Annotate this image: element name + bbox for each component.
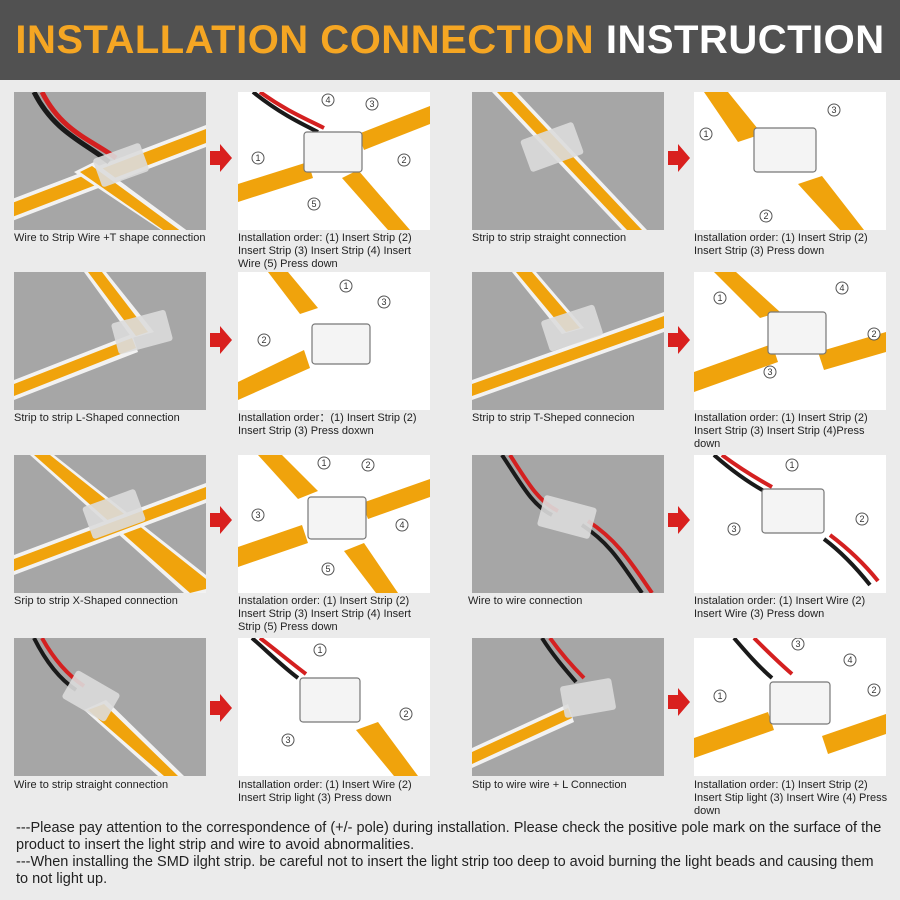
callout-1: 1 [717,691,722,701]
diagram-strip-l-shape: 1 2 3 [238,272,430,410]
instruction-text: Installation order：(1) Insert Strip (2) … [238,412,417,437]
callout-3: 3 [731,524,736,534]
callout-2: 2 [763,211,768,221]
photo-wire-strip-t-shape [14,92,206,230]
arrow-icon [210,694,232,722]
callout-3: 3 [369,99,374,109]
callout-5: 5 [325,564,330,574]
callout-1: 1 [317,645,322,655]
callout-4: 4 [325,95,330,105]
title-rest: INSTRUCTION [605,17,885,62]
callout-3: 3 [795,639,800,649]
photo-caption: Strip to strip straight connection [472,232,627,244]
diagram-wire-to-wire: 1 2 3 [694,455,886,593]
instruction-text: Installation order: (1) Insert Strip (2)… [694,412,868,450]
title-highlight: INSTALLATION CONNECTION [15,17,595,62]
instruction-text: Installation order: (1) Insert Strip (2)… [238,232,412,270]
instruction-text: Instalation order: (1) Insert Strip (2) … [238,595,411,633]
arrow-icon [210,506,232,534]
photo-caption: Wire to wire connection [468,595,583,607]
photo-strip-x-shape [14,455,206,593]
photo-strip-l-shape [14,272,206,410]
callout-1: 1 [255,153,260,163]
instruction-text: Installation order: (1) Insert Strip (2)… [694,779,888,817]
photo-caption: Wire to Strip Wire +T shape connection [14,232,206,244]
photo-caption: Strip to strip T-Sheped connecion [472,412,635,424]
photo-caption: Strip to strip L-Shaped connection [14,412,180,424]
page-title: INSTALLATION CONNECTION INSTRUCTION [15,18,884,63]
callout-3: 3 [831,105,836,115]
note-smd-depth: ---When installing the SMD ilght strip. … [16,854,874,887]
diagram-wire-strip-t-shape: 1 2 3 4 5 [238,92,430,230]
diagram-strip-wire-l: 1 2 3 4 [694,638,886,776]
callout-2: 2 [871,685,876,695]
photo-strip-straight [472,92,664,230]
callout-2: 2 [871,329,876,339]
callout-1: 1 [717,293,722,303]
callout-2: 2 [859,514,864,524]
photo-wire-strip-straight [14,638,206,776]
callout-2: 2 [261,335,266,345]
callout-4: 4 [399,520,404,530]
instruction-text: Installation order: (1) Insert Strip (2)… [694,232,868,257]
arrow-icon [668,144,690,172]
callout-3: 3 [381,297,386,307]
arrow-icon [668,326,690,354]
instruction-text: Installation order: (1) Insert Wire (2) … [238,779,412,804]
callout-2: 2 [403,709,408,719]
callout-4: 4 [839,283,844,293]
instruction-text: Instalation order: (1) Insert Wire (2) I… [694,595,866,620]
arrow-icon [668,506,690,534]
installation-notes: ---Please pay attention to the correspon… [16,820,886,888]
diagram-strip-straight: 1 2 3 [694,92,886,230]
callout-2: 2 [401,155,406,165]
diagram-wire-strip-straight: 1 2 3 [238,638,430,776]
callout-1: 1 [321,458,326,468]
header-banner: INSTALLATION CONNECTION INSTRUCTION [0,0,900,80]
callout-4: 4 [847,655,852,665]
photo-strip-t-shape [472,272,664,410]
callout-3: 3 [255,510,260,520]
arrow-icon [668,688,690,716]
callout-2: 2 [365,460,370,470]
photo-strip-wire-l [472,638,664,776]
photo-caption: Stip to wire wire + L Connection [472,779,627,791]
arrow-icon [210,326,232,354]
callout-1: 1 [343,281,348,291]
arrow-icon [210,144,232,172]
diagram-strip-t-shape: 1 2 3 4 [694,272,886,410]
photo-caption: Wire to strip straight connection [14,779,169,791]
photo-caption: Srip to strip X-Shaped connection [14,595,178,607]
photo-wire-to-wire [472,455,664,593]
note-polarity: ---Please pay attention to the correspon… [16,820,882,853]
callout-1: 1 [789,460,794,470]
callout-1: 1 [703,129,708,139]
diagram-strip-x-shape: 1 2 3 4 5 [238,455,430,593]
callout-3: 3 [767,367,772,377]
callout-3: 3 [285,735,290,745]
callout-5: 5 [311,199,316,209]
